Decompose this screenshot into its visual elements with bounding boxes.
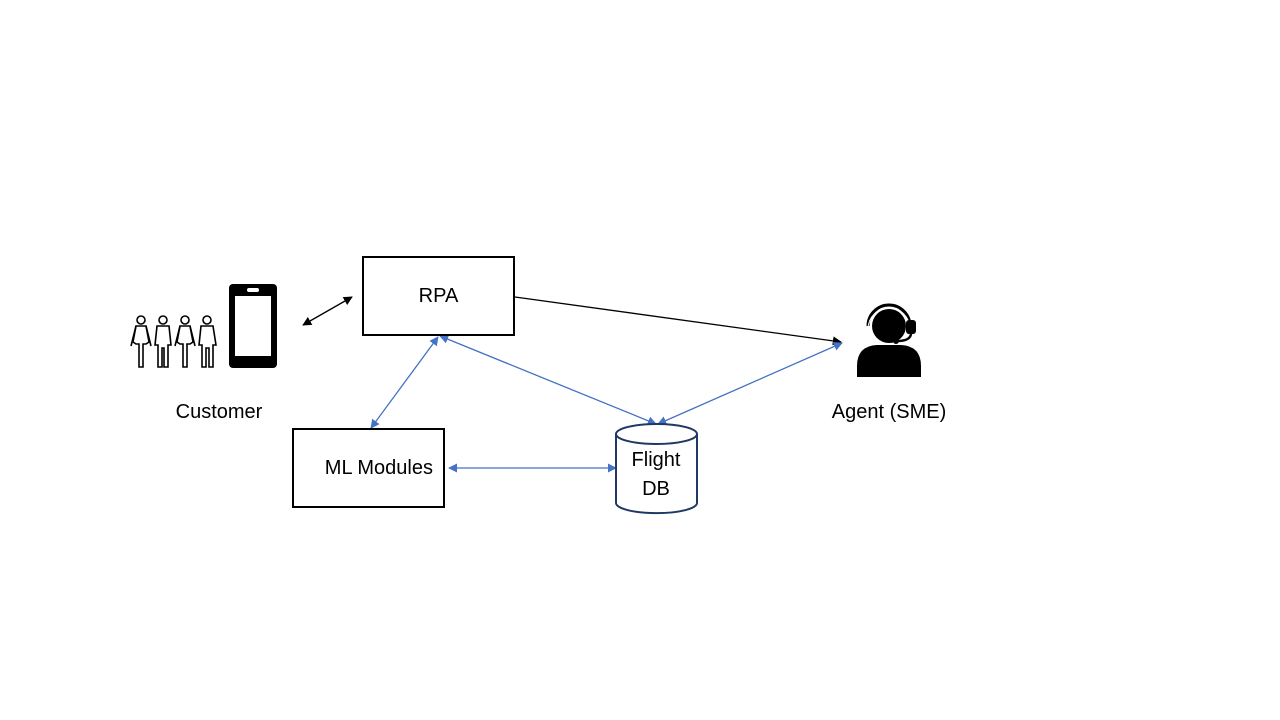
flight-db-label-line2: DB: [642, 478, 670, 500]
ml-modules-node: ML Modules: [292, 428, 445, 508]
rpa-db-arrow: [439, 334, 657, 426]
smartphone-icon: [229, 284, 277, 368]
database-cylinder-icon: [615, 423, 698, 515]
agent-label: Agent (SME): [831, 401, 947, 423]
flight-db-label: Flight DB: [616, 446, 696, 504]
customer-rpa-arrow: [302, 296, 353, 326]
customer-label: Customer: [175, 401, 263, 423]
ml-modules-label: ML Modules: [324, 456, 433, 479]
people-group-icon: [130, 315, 217, 368]
db-agent-arrow: [657, 342, 843, 425]
rpa-node: RPA: [362, 256, 515, 336]
rpa-label: RPA: [418, 284, 459, 307]
rpa-ml-arrow: [370, 336, 439, 429]
flight-db-label-line1: Flight: [631, 449, 681, 471]
headset-agent-icon: [857, 303, 921, 377]
rpa-agent-arrow: [514, 296, 842, 346]
